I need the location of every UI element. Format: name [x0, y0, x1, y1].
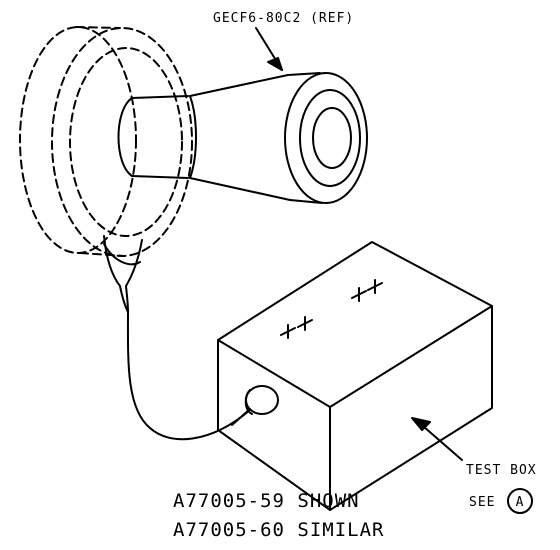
- engine-ref-label: GECF6-80C2 (REF): [213, 11, 354, 26]
- detail-a-circle: [507, 488, 533, 514]
- shown-caption: A77005-59 SHOWN: [173, 490, 360, 512]
- engine-ref-leader: [255, 27, 283, 71]
- box-plus-marks: [280, 279, 383, 339]
- detail-a-letter: A: [516, 495, 525, 510]
- test-box: [217, 241, 493, 511]
- test-box-leader: [411, 417, 463, 461]
- cable-harness: [103, 235, 251, 441]
- box-connector: [231, 385, 279, 426]
- see-label: SEE: [469, 495, 495, 510]
- engine-fan-cowl: [19, 26, 193, 257]
- test-box-label: TEST BOX: [466, 463, 537, 478]
- similar-caption: A77005-60 SIMILAR: [173, 519, 384, 541]
- engine-core: [117, 72, 368, 204]
